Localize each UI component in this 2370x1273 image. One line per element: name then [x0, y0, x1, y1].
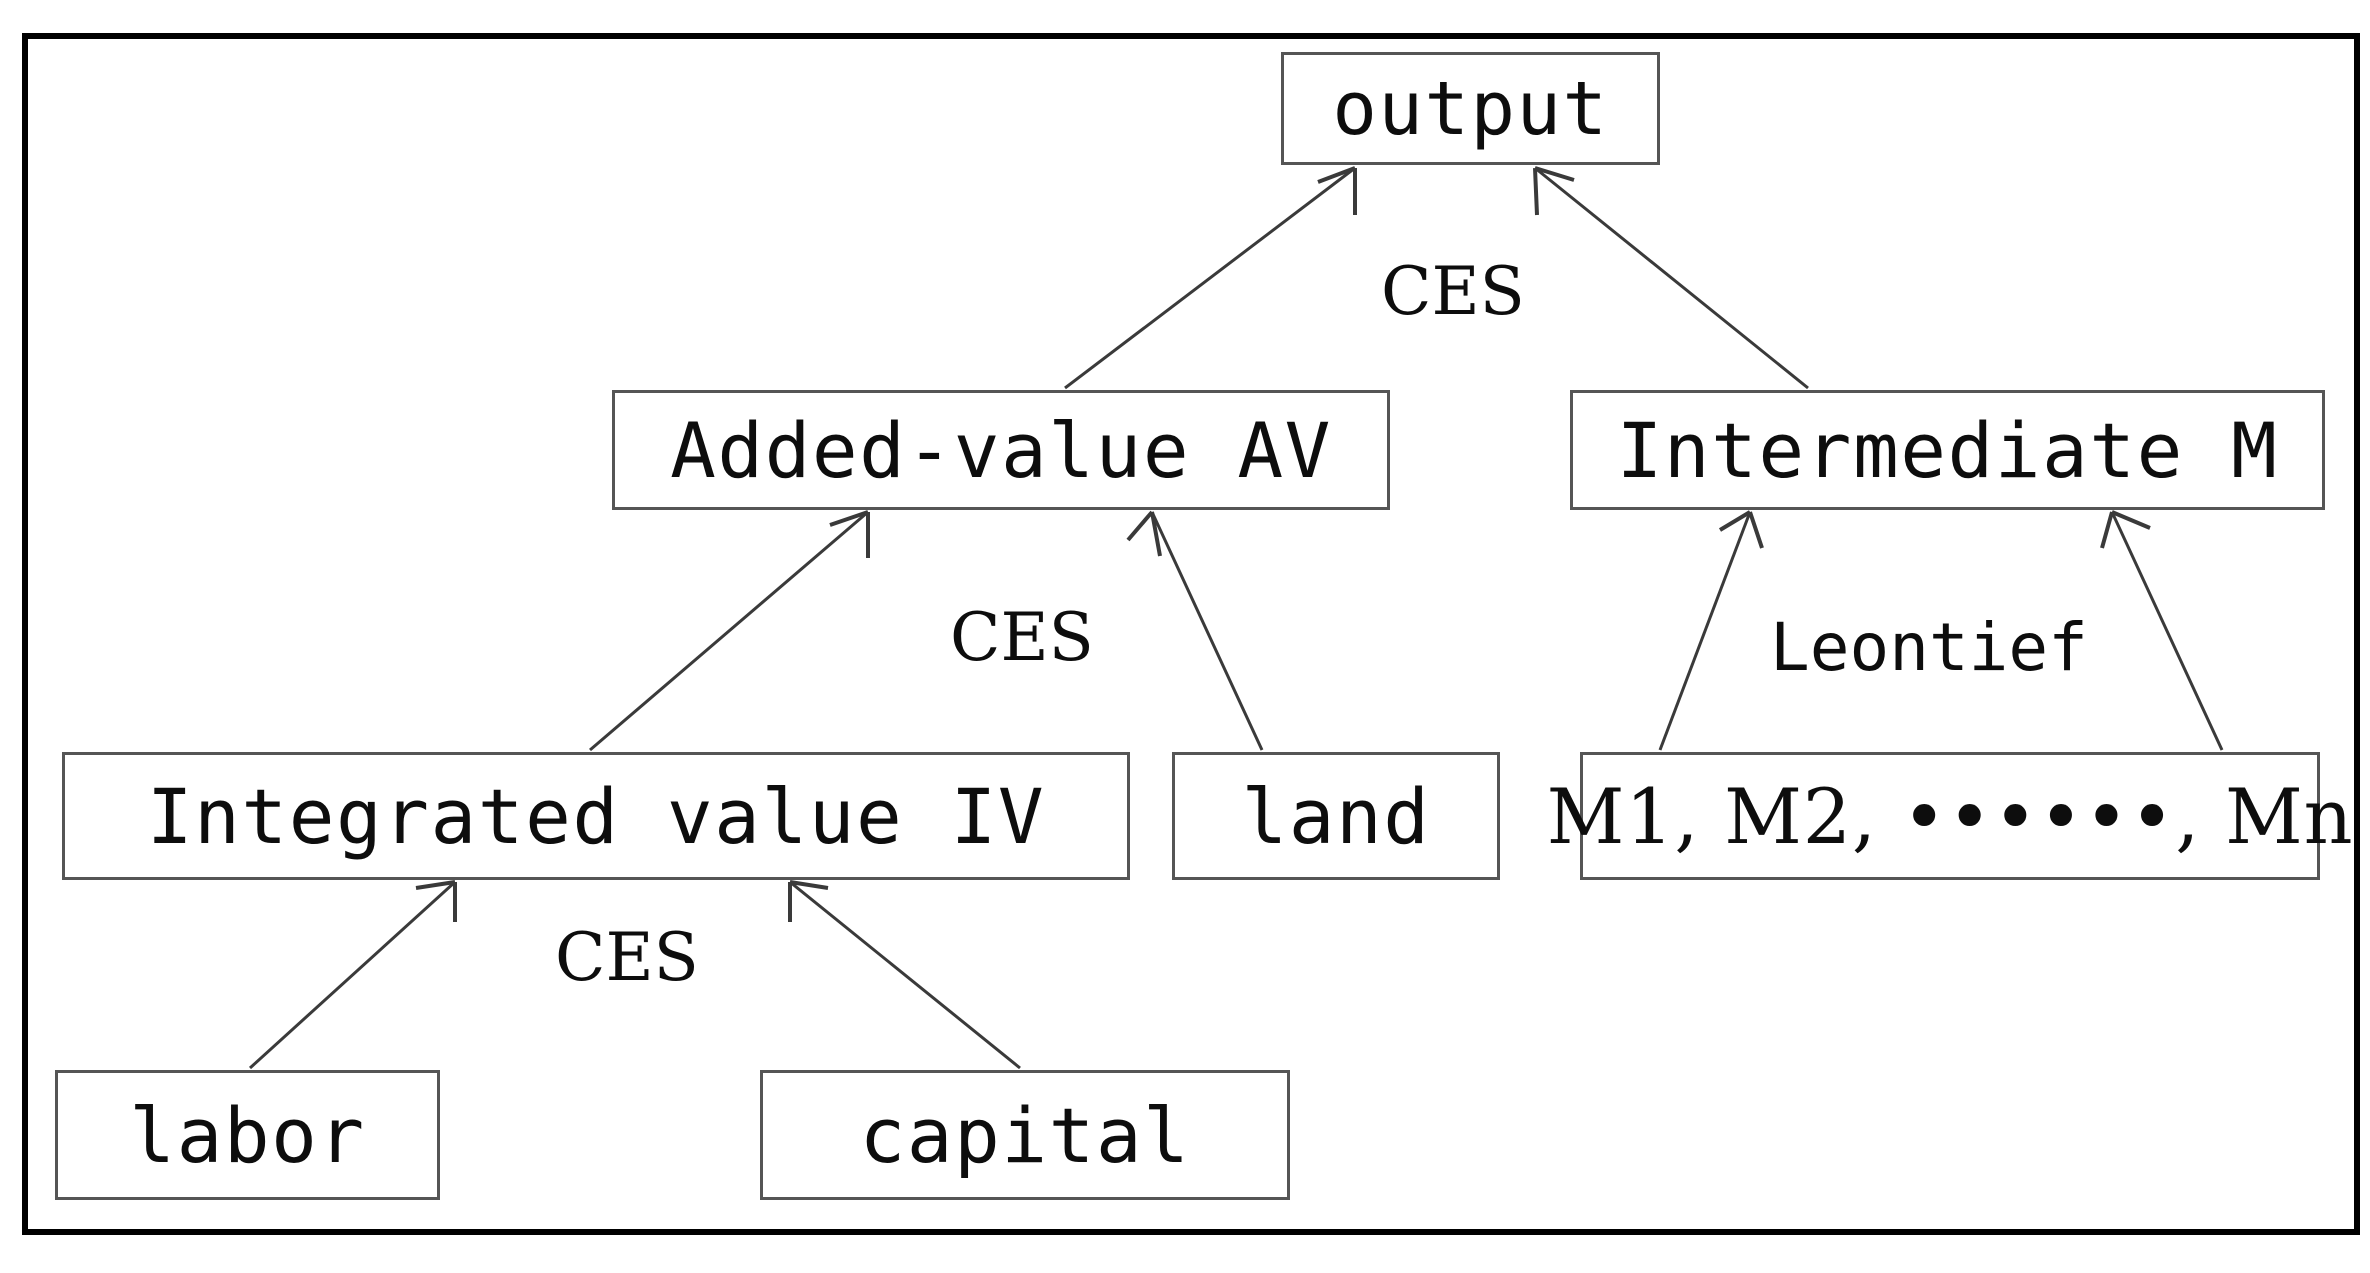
node-intermediate-label: Intermediate M	[1616, 405, 2279, 495]
node-integrated-value-label: Integrated value IV	[146, 771, 1046, 861]
node-added-value-label: Added-value AV	[670, 405, 1332, 495]
node-labor-label: labor	[129, 1090, 366, 1180]
diagram-outer-frame	[22, 33, 2360, 1235]
node-land-label: land	[1241, 771, 1431, 861]
edge-label-ces-output: CES	[1381, 253, 1525, 330]
node-output-label: output	[1332, 65, 1609, 152]
node-labor[interactable]: labor	[55, 1070, 440, 1200]
node-capital[interactable]: capital	[760, 1070, 1290, 1200]
node-capital-label: capital	[859, 1090, 1191, 1180]
node-land[interactable]: land	[1172, 752, 1500, 880]
node-added-value[interactable]: Added-value AV	[612, 390, 1390, 510]
node-integrated-value[interactable]: Integrated value IV	[62, 752, 1130, 880]
edge-label-ces-integrated-value: CES	[555, 919, 699, 996]
edge-label-ces-added-value: CES	[950, 599, 1094, 676]
node-intermediate-list[interactable]: M1, M2, ••••••, Mn	[1547, 752, 2353, 880]
node-output[interactable]: output	[1281, 52, 1660, 165]
node-intermediate-list-label: M1, M2, ••••••, Mn	[1546, 771, 2354, 861]
edge-label-leontief: Leontief	[1770, 609, 2088, 686]
node-intermediate[interactable]: Intermediate M	[1570, 390, 2325, 510]
